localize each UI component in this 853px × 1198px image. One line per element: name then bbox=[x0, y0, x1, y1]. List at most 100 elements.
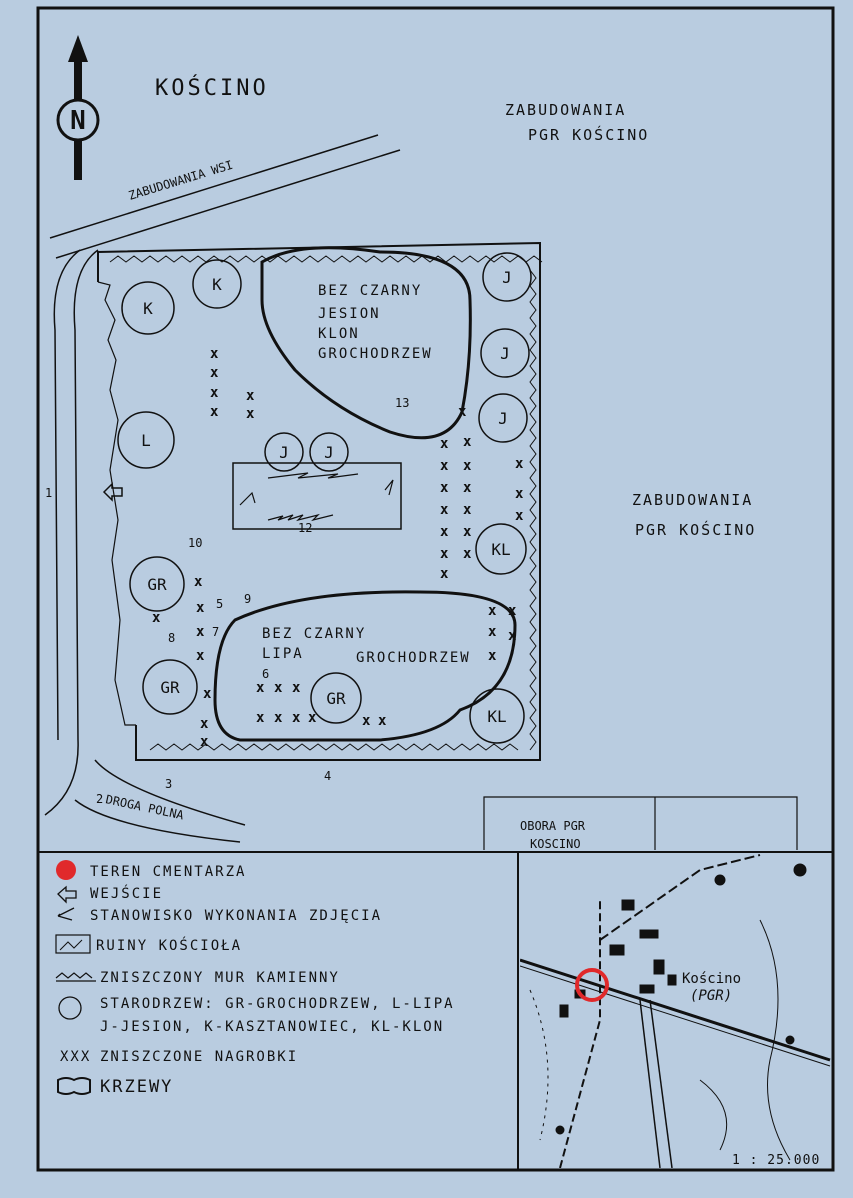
svg-text:STARODRZEW: GR-GROCHODRZEW, L-: STARODRZEW: GR-GROCHODRZEW, L-LIPA bbox=[100, 996, 455, 1012]
tree-kl-2: KL bbox=[469, 688, 525, 744]
svg-text:x: x bbox=[463, 434, 472, 450]
svg-text:5: 5 bbox=[216, 597, 223, 611]
svg-text:x: x bbox=[440, 480, 449, 496]
svg-text:J: J bbox=[498, 409, 508, 428]
shrub-top-line-1: BEZ CZARNY bbox=[318, 283, 422, 299]
svg-text:x: x bbox=[274, 710, 283, 726]
svg-text:2: 2 bbox=[96, 792, 103, 806]
ruins-icon bbox=[55, 934, 91, 954]
svg-text:K: K bbox=[212, 275, 222, 294]
svg-text:ZNISZCZONE NAGROBKI: ZNISZCZONE NAGROBKI bbox=[100, 1049, 298, 1065]
svg-text:x: x bbox=[362, 713, 371, 729]
church-ruins bbox=[232, 462, 402, 530]
pgr-label-top-2: PGR KOŚCINO bbox=[528, 125, 649, 144]
svg-text:x: x bbox=[508, 628, 517, 644]
graves-icon: XXX bbox=[60, 1049, 91, 1065]
svg-text:x: x bbox=[440, 436, 449, 452]
svg-text:7: 7 bbox=[212, 625, 219, 639]
svg-text:x: x bbox=[440, 502, 449, 518]
svg-text:x: x bbox=[196, 648, 205, 664]
tree-gr-2: GR bbox=[142, 659, 198, 715]
village-road bbox=[49, 134, 401, 259]
barn-label-1: OBORA PGR bbox=[520, 819, 586, 833]
pgr-label-right-1: ZABUDOWANIA bbox=[632, 491, 753, 509]
svg-text:x: x bbox=[152, 610, 161, 626]
svg-text:6: 6 bbox=[262, 667, 269, 681]
shrub-top-line-2: JESION bbox=[318, 306, 381, 322]
tree-gr-1: GR bbox=[129, 556, 185, 612]
svg-text:x: x bbox=[210, 404, 219, 420]
svg-text:x: x bbox=[210, 385, 219, 401]
svg-text:x: x bbox=[196, 624, 205, 640]
cemetery-area-icon bbox=[56, 860, 76, 880]
entrance-arrow-icon bbox=[102, 482, 123, 502]
barn bbox=[483, 796, 798, 850]
svg-text:x: x bbox=[515, 508, 524, 524]
svg-text:x: x bbox=[256, 680, 265, 696]
legend: TEREN CMENTARZA WEJŚCIE STANOWISKO WYKON… bbox=[55, 860, 455, 1097]
svg-text:13: 13 bbox=[395, 396, 409, 410]
svg-text:RUINY KOŚCIOŁA: RUINY KOŚCIOŁA bbox=[96, 936, 242, 954]
inset-cemetery-marker bbox=[575, 968, 609, 1002]
svg-text:x: x bbox=[515, 486, 524, 502]
svg-text:L: L bbox=[141, 431, 151, 450]
svg-text:x: x bbox=[210, 365, 219, 381]
svg-text:x: x bbox=[463, 458, 472, 474]
photo-points: 1 2 3 4 5 6 7 8 9 10 12 13 bbox=[45, 396, 409, 806]
old-tree-icon bbox=[58, 996, 82, 1020]
svg-text:x: x bbox=[440, 524, 449, 540]
svg-text:KL: KL bbox=[491, 540, 510, 559]
svg-text:K: K bbox=[143, 299, 153, 318]
map-frame bbox=[36, 6, 835, 1172]
shrub-area-top bbox=[260, 246, 472, 440]
destroyed-wall bbox=[97, 241, 543, 761]
svg-text:4: 4 bbox=[324, 769, 331, 783]
svg-text:x: x bbox=[203, 686, 212, 702]
svg-text:x: x bbox=[488, 624, 497, 640]
svg-text:J-JESION, K-KASZTANOWIEC, KL-K: J-JESION, K-KASZTANOWIEC, KL-KLON bbox=[100, 1019, 444, 1035]
svg-text:3: 3 bbox=[165, 777, 172, 791]
tree-gr-3: GR bbox=[310, 672, 362, 724]
svg-text:x: x bbox=[274, 680, 283, 696]
svg-text:GR: GR bbox=[147, 575, 167, 594]
tree-kl-1: KL bbox=[475, 523, 527, 575]
svg-text:x: x bbox=[440, 458, 449, 474]
svg-text:x: x bbox=[458, 404, 467, 420]
shrub-bottom-line-1: BEZ CZARNY bbox=[262, 626, 366, 642]
entrance-icon bbox=[57, 885, 77, 904]
svg-text:STANOWISKO WYKONANIA ZDJĘCIA: STANOWISKO WYKONANIA ZDJĘCIA bbox=[90, 908, 382, 924]
svg-text:x: x bbox=[463, 524, 472, 540]
svg-text:x: x bbox=[292, 680, 301, 696]
svg-text:x: x bbox=[463, 480, 472, 496]
tree-l: L bbox=[117, 411, 175, 469]
svg-text:J: J bbox=[502, 268, 512, 287]
svg-text:J: J bbox=[500, 344, 510, 363]
inset-place: Kościno bbox=[682, 971, 741, 987]
svg-text:KRZEWY: KRZEWY bbox=[100, 1077, 173, 1097]
svg-text:x: x bbox=[440, 566, 449, 582]
svg-text:x: x bbox=[196, 600, 205, 616]
svg-text:x: x bbox=[210, 346, 219, 362]
svg-text:x: x bbox=[246, 388, 255, 404]
svg-text:KL: KL bbox=[487, 707, 506, 726]
svg-text:J: J bbox=[279, 443, 289, 462]
shrubs-icon bbox=[57, 1077, 91, 1095]
svg-text:x: x bbox=[488, 603, 497, 619]
svg-text:J: J bbox=[324, 443, 334, 462]
north-label: N bbox=[70, 106, 86, 136]
svg-text:x: x bbox=[508, 603, 517, 619]
svg-text:8: 8 bbox=[168, 631, 175, 645]
tree-j-4: J bbox=[264, 432, 304, 472]
map-title: KOŚCINO bbox=[155, 75, 269, 101]
svg-text:x: x bbox=[256, 710, 265, 726]
svg-text:GR: GR bbox=[326, 689, 346, 708]
shrub-bottom-line-3: GROCHODRZEW bbox=[356, 650, 471, 666]
tree-j-3: J bbox=[478, 393, 528, 443]
field-road-label: DROGA POLNA bbox=[104, 792, 185, 822]
svg-text:x: x bbox=[292, 710, 301, 726]
svg-text:x: x bbox=[200, 734, 209, 750]
shrub-top-line-4: GROCHODRZEW bbox=[318, 346, 433, 362]
inset-scale: 1 : 25.000 bbox=[732, 1153, 820, 1168]
